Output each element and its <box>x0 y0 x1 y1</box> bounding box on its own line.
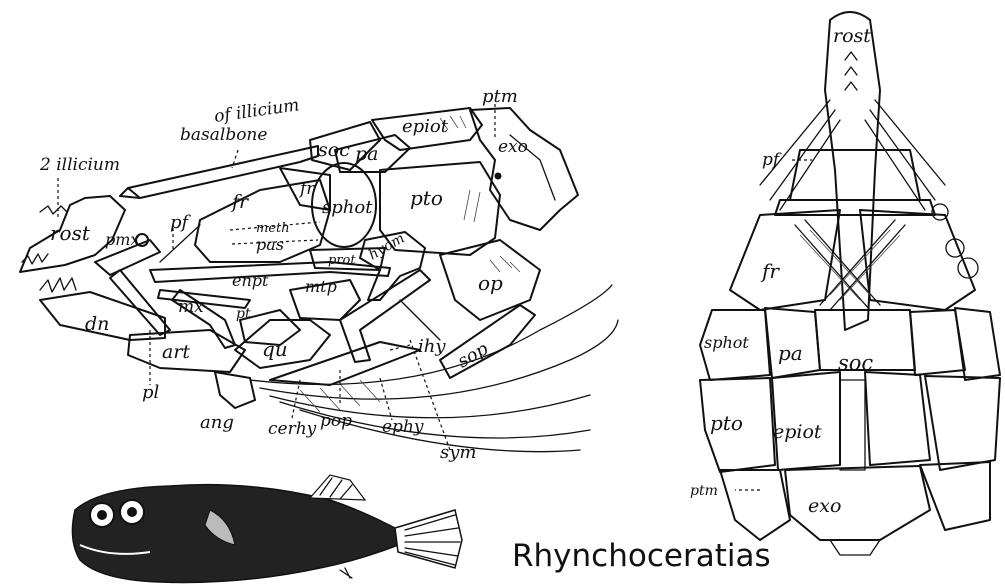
dorsal-skull-drawing <box>700 12 1000 555</box>
dorsal-label-pa: pa <box>778 341 803 365</box>
label-fr-1: fr <box>230 191 250 213</box>
dorsal-label-pf: pf <box>762 150 782 170</box>
label-illicium: 2 illicium <box>39 155 120 175</box>
label-soc: soc <box>318 139 350 161</box>
label-basal-bone: basalbone <box>180 125 267 145</box>
label-pt: pt <box>236 306 251 322</box>
label-ang: ang <box>200 412 234 433</box>
label-sop: sop <box>454 338 492 372</box>
label-pto: pto <box>410 186 443 210</box>
dorsal-label-fr: fr <box>760 259 780 283</box>
label-art: art <box>162 341 190 363</box>
dorsal-label-rost: rost <box>833 25 871 47</box>
whole-fish-illustration <box>72 475 462 582</box>
label-ptm: ptm <box>482 86 518 107</box>
label-of-illicium: of illicium <box>213 95 301 127</box>
label-pa: pa <box>355 143 379 165</box>
dorsal-label-exo: exo <box>808 495 841 517</box>
label-pl: pl <box>142 382 160 403</box>
dorsal-labels: rost pf fr sphot pa soc pto epiot ptm ex… <box>690 25 873 517</box>
label-sym: sym <box>440 442 476 463</box>
label-mtp: mtp <box>305 277 337 296</box>
dorsal-label-epiot: epiot <box>773 421 822 443</box>
label-enpt: enpt <box>232 271 269 290</box>
dorsal-label-ptm: ptm <box>690 483 718 499</box>
label-dn: dn <box>85 313 109 335</box>
label-ihy: ihy <box>418 336 446 357</box>
label-fr-2: fr <box>298 179 315 199</box>
label-ephy: ephy <box>382 417 424 437</box>
label-pop: pop <box>320 411 352 431</box>
dorsal-label-soc: soc <box>838 351 873 375</box>
label-rost: rost <box>50 221 91 245</box>
label-pas: pas <box>256 235 284 254</box>
label-pmx: pmx <box>105 230 139 249</box>
dorsal-label-pto: pto <box>710 411 743 435</box>
label-op: op <box>478 271 503 295</box>
label-mx: mx <box>178 297 204 317</box>
label-prot: prot <box>328 253 356 268</box>
label-epiot: epiot <box>402 116 449 137</box>
dorsal-label-sphot: sphot <box>704 333 749 352</box>
label-pf: pf <box>170 212 192 233</box>
label-qu: qu <box>262 337 288 361</box>
label-cerhy: cerhy <box>268 419 317 439</box>
label-sphot: sphot <box>322 197 373 218</box>
figure-caption: Rhynchoceratias <box>512 538 771 574</box>
label-meth: meth <box>256 221 290 236</box>
label-exo: exo <box>498 137 528 157</box>
